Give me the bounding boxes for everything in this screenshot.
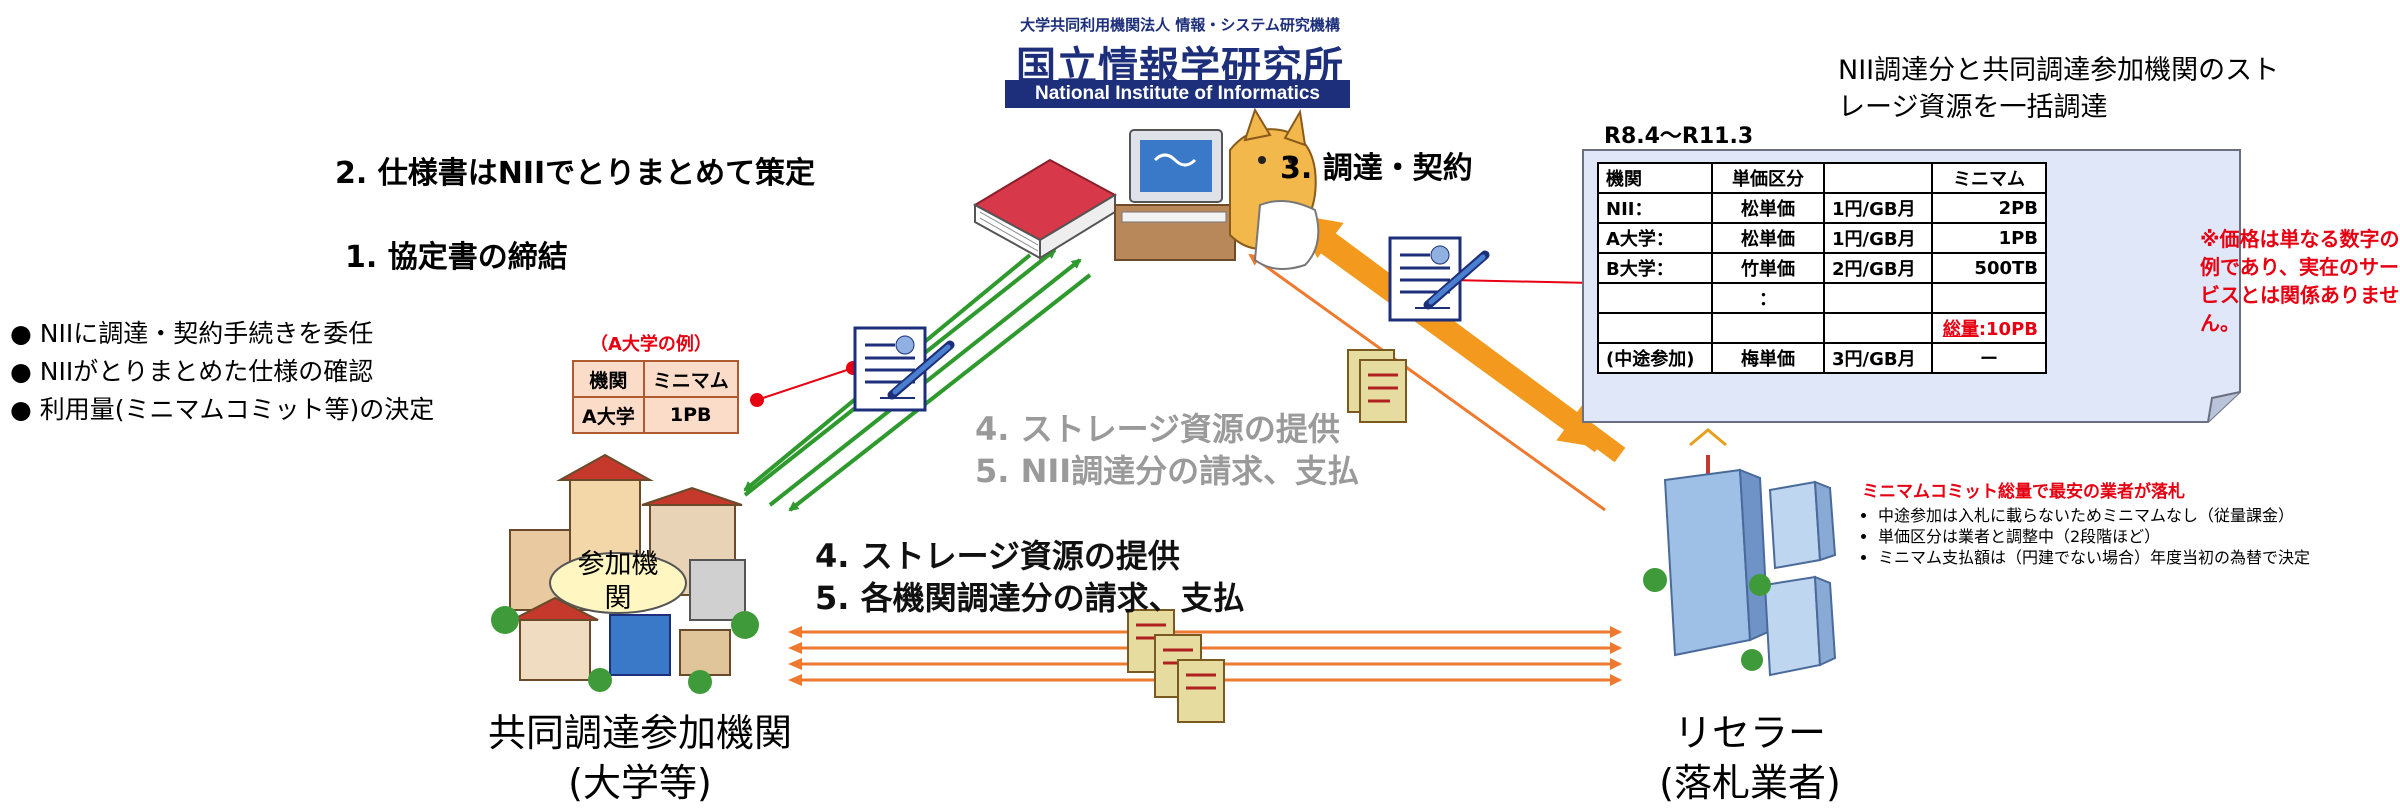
bullet-item: ● NIIがとりまとめた仕様の確認 (10, 357, 374, 386)
total-value: :10PB (1978, 319, 2038, 340)
table-row-midjoin: (中途参加) 梅単価 3円/GB月 ー (1597, 342, 2047, 374)
table-cell (1823, 282, 1933, 314)
bulk-title-line1: NII調達分と共同調達参加機関のスト (1838, 55, 2280, 86)
table-total-row: 総量:10PB (1597, 312, 2047, 344)
table-row: A大学： 松単価 1円/GB月 1PB (1597, 222, 2047, 254)
table-cell: NII： (1597, 192, 1713, 224)
example-cell: A大学 (572, 396, 645, 434)
bullet-item: ● 利用量(ミニマムコミット等)の決定 (10, 395, 435, 424)
example-header-cell: ミニマム (642, 360, 739, 398)
invoice-icon-lower (1127, 609, 1225, 723)
dark-steps: 4. ストレージ資源の提供 5. 各機関調達分の請求、支払 (815, 535, 1245, 619)
table-cell: 1円/GB月 (1823, 192, 1933, 224)
period-label: R8.4〜R11.3 (1604, 124, 1754, 149)
table-cell: 松単価 (1711, 192, 1825, 224)
reseller-label: リセラー (落札業者) (1600, 708, 1900, 808)
nii-computer-fox-icon (1114, 107, 1320, 270)
grey-step4: 4. ストレージ資源の提供 (975, 410, 1340, 448)
contract-icon-right (1388, 236, 1490, 322)
book-icon (972, 158, 1118, 260)
participants-oval-label: 参加機 関 (560, 548, 676, 616)
participants-label-line1: 共同調達参加機関 (487, 711, 792, 755)
table-cell: 500TB (1931, 252, 2047, 284)
grey-steps: 4. ストレージ資源の提供 5. NII調達分の請求、支払 (975, 408, 1359, 492)
table-cell (1823, 312, 1933, 344)
document-curl (2207, 391, 2241, 423)
table-cell (1711, 312, 1825, 344)
example-header-cell: 機関 (572, 360, 645, 398)
nii-logo-subtitle: 大学共同利用機関法人 情報・システム研究機構 (1020, 16, 1340, 34)
dark-step5: 5. 各機関調達分の請求、支払 (815, 579, 1245, 617)
table-cell: 竹単価 (1711, 252, 1825, 284)
bulk-title: NII調達分と共同調達参加機関のスト レージ資源を一括調達 (1838, 52, 2279, 126)
table-header-cell: 単価区分 (1711, 162, 1825, 194)
table-cell: 3円/GB月 (1823, 342, 1933, 374)
reseller-notes-heading: ミニマムコミット総量で最安の業者が落札 (1862, 482, 2185, 502)
orange-arrowheads-left (788, 626, 802, 686)
participants-label-line2: (大学等) (568, 761, 712, 805)
step1-label: 1. 協定書の締結 (345, 240, 568, 275)
grey-step5: 5. NII調達分の請求、支払 (975, 452, 1360, 490)
table-cell: ー (1931, 342, 2047, 374)
table-header-cell (1823, 162, 1933, 194)
contract-icon-left (853, 326, 955, 412)
invoice-icon-upper (1347, 349, 1407, 423)
table-cell: 1円/GB月 (1823, 222, 1933, 254)
table-row: B大学： 竹単価 2円/GB月 500TB (1597, 252, 2047, 284)
price-disclaimer: ※価格は単なる数字の例であり、実在のサービスとは関係ありません。 (2200, 227, 2400, 335)
table-cell: A大学： (1597, 222, 1713, 254)
reseller-note-item: 中途参加は入札に載らないためミニマムなし（従量課金） (1878, 505, 2382, 526)
reseller-notes: ミニマムコミット総量で最安の業者が落札 中途参加は入札に載らないためミニマムなし… (1862, 482, 2382, 568)
table-cell: 梅単価 (1711, 342, 1825, 374)
bulk-title-line2: レージ資源を一括調達 (1838, 92, 2108, 123)
bullet-item: ● NIIに調達・契約手続きを委任 (10, 319, 374, 348)
table-row: ： (1597, 282, 2047, 314)
table-cell: (中途参加) (1597, 342, 1713, 374)
step3-label: 3. 調達・契約 (1280, 151, 1473, 186)
reseller-note-item: 単価区分は業者と調整中（2段階ほど） (1878, 526, 2382, 547)
example-table: 機関 ミニマム A大学 1PB (572, 360, 739, 434)
table-header-cell: ミニマム (1931, 162, 2047, 194)
dark-step4: 4. ストレージ資源の提供 (815, 537, 1180, 575)
table-cell: 松単価 (1711, 222, 1825, 254)
reseller-note-item: ミニマム支払額は（円建でない場合）年度当初の為替で決定 (1878, 547, 2382, 568)
reseller-label-line2: (落札業者) (1659, 761, 1841, 805)
table-cell: ： (1711, 282, 1825, 314)
example-cell: 1PB (642, 396, 739, 434)
step2-label: 2. 仕様書はNIIでとりまとめて策定 (335, 156, 816, 191)
table-header-row: 機関 単価区分 ミニマム (1597, 162, 2047, 194)
table-cell (1931, 282, 2047, 314)
nii-logo-english: National Institute of Informatics (1005, 80, 1350, 108)
table-cell: B大学： (1597, 252, 1713, 284)
example-caption: （A大学の例） (590, 334, 712, 355)
oval-label-line1: 参加機 (577, 549, 659, 580)
participants-oval (549, 552, 687, 614)
participants-label: 共同調達参加機関 (大学等) (420, 708, 860, 808)
procurement-table: 機関 単価区分 ミニマム NII： 松単価 1円/GB月 2PB A大学： 松単… (1597, 162, 2047, 374)
reseller-label-line1: リセラー (1673, 711, 1826, 755)
oval-label-line2: 関 (604, 583, 632, 614)
table-cell (1597, 282, 1713, 314)
table-row: NII： 松単価 1円/GB月 2PB (1597, 192, 2047, 224)
agreement-bullets: ● NIIに調達・契約手続きを委任 ● NIIがとりまとめた仕様の確認 ● 利用… (10, 315, 434, 429)
total-cell: 総量:10PB (1931, 312, 2047, 344)
table-cell (1597, 312, 1713, 344)
table-cell: 2PB (1931, 192, 2047, 224)
table-header-cell: 機関 (1597, 162, 1713, 194)
orange-thin-arrow (1248, 253, 1606, 512)
total-label: 総量 (1942, 319, 1979, 340)
reseller-buildings (1643, 428, 1837, 677)
table-cell: 1PB (1931, 222, 2047, 254)
big-orange-arrow (1294, 210, 1626, 463)
table-cell: 2円/GB月 (1823, 252, 1933, 284)
